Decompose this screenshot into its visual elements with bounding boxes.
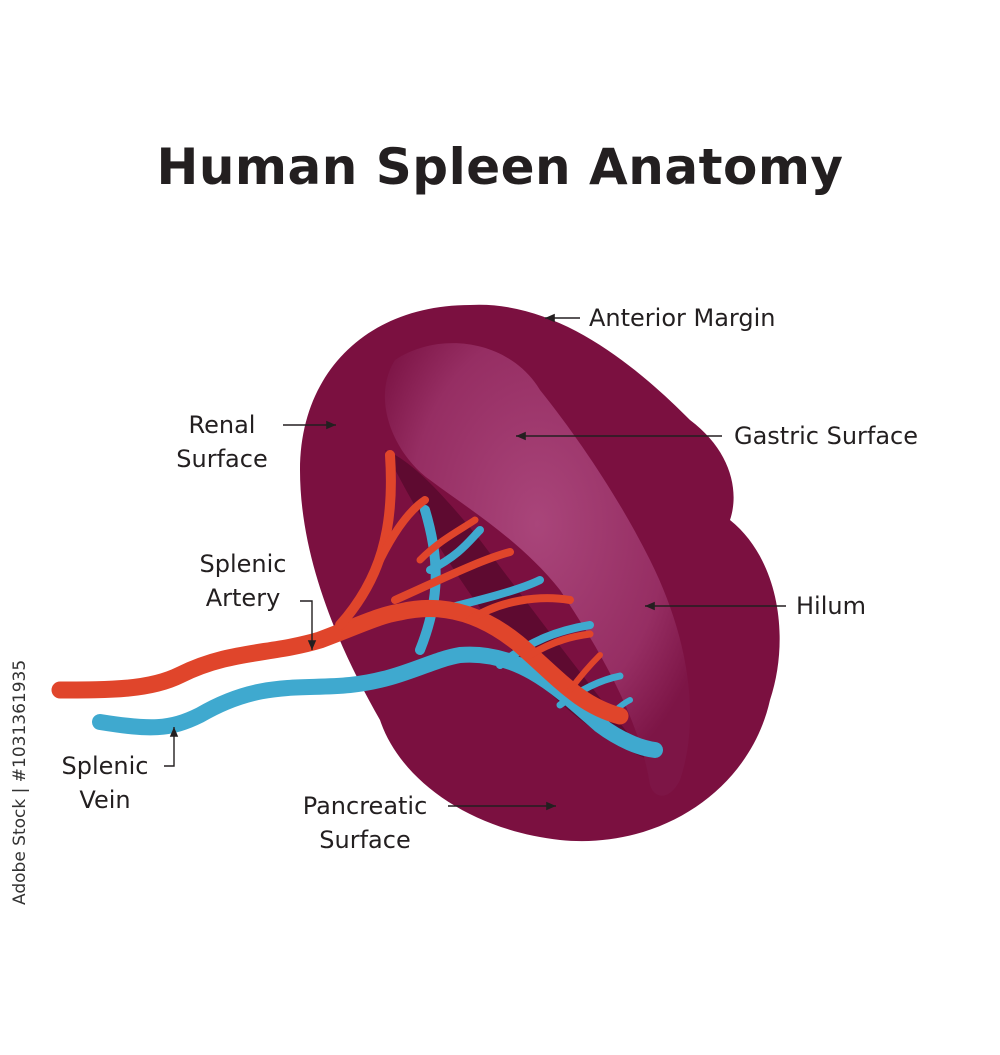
splenic-artery-vessels bbox=[51, 450, 629, 725]
arrow-icon bbox=[300, 600, 317, 650]
label-anterior-margin: Anterior Margin bbox=[589, 304, 776, 332]
stock-id-text: Adobe Stock | #1031361935 bbox=[10, 659, 30, 905]
label-gastric-surface: Gastric Surface bbox=[734, 422, 919, 450]
label-splenic-artery: Splenic Artery bbox=[184, 547, 302, 615]
label-renal-line1: Renal bbox=[188, 411, 256, 439]
label-renal-surface: Renal Surface bbox=[160, 408, 284, 476]
label-artery-line2: Artery bbox=[205, 584, 281, 612]
label-vein-line2: Vein bbox=[79, 786, 131, 814]
arrow-icon bbox=[164, 727, 179, 767]
label-pancreatic-surface: Pancreatic Surface bbox=[284, 789, 446, 857]
label-pancreatic-line1: Pancreatic bbox=[302, 792, 428, 820]
label-pancreatic-line2: Surface bbox=[319, 826, 411, 854]
label-splenic-vein: Splenic Vein bbox=[48, 749, 162, 817]
spleen-diagram bbox=[51, 304, 786, 842]
leader-lines bbox=[164, 313, 786, 811]
stock-id: Adobe Stock | #1031361935 bbox=[10, 660, 34, 1055]
page-title: Human Spleen Anatomy bbox=[156, 138, 844, 196]
gastric-surface-region bbox=[384, 343, 690, 796]
label-renal-line2: Surface bbox=[176, 445, 268, 473]
label-vein-line1: Splenic bbox=[61, 752, 149, 780]
label-hilum: Hilum bbox=[796, 592, 866, 620]
label-artery-line1: Splenic bbox=[199, 550, 287, 578]
